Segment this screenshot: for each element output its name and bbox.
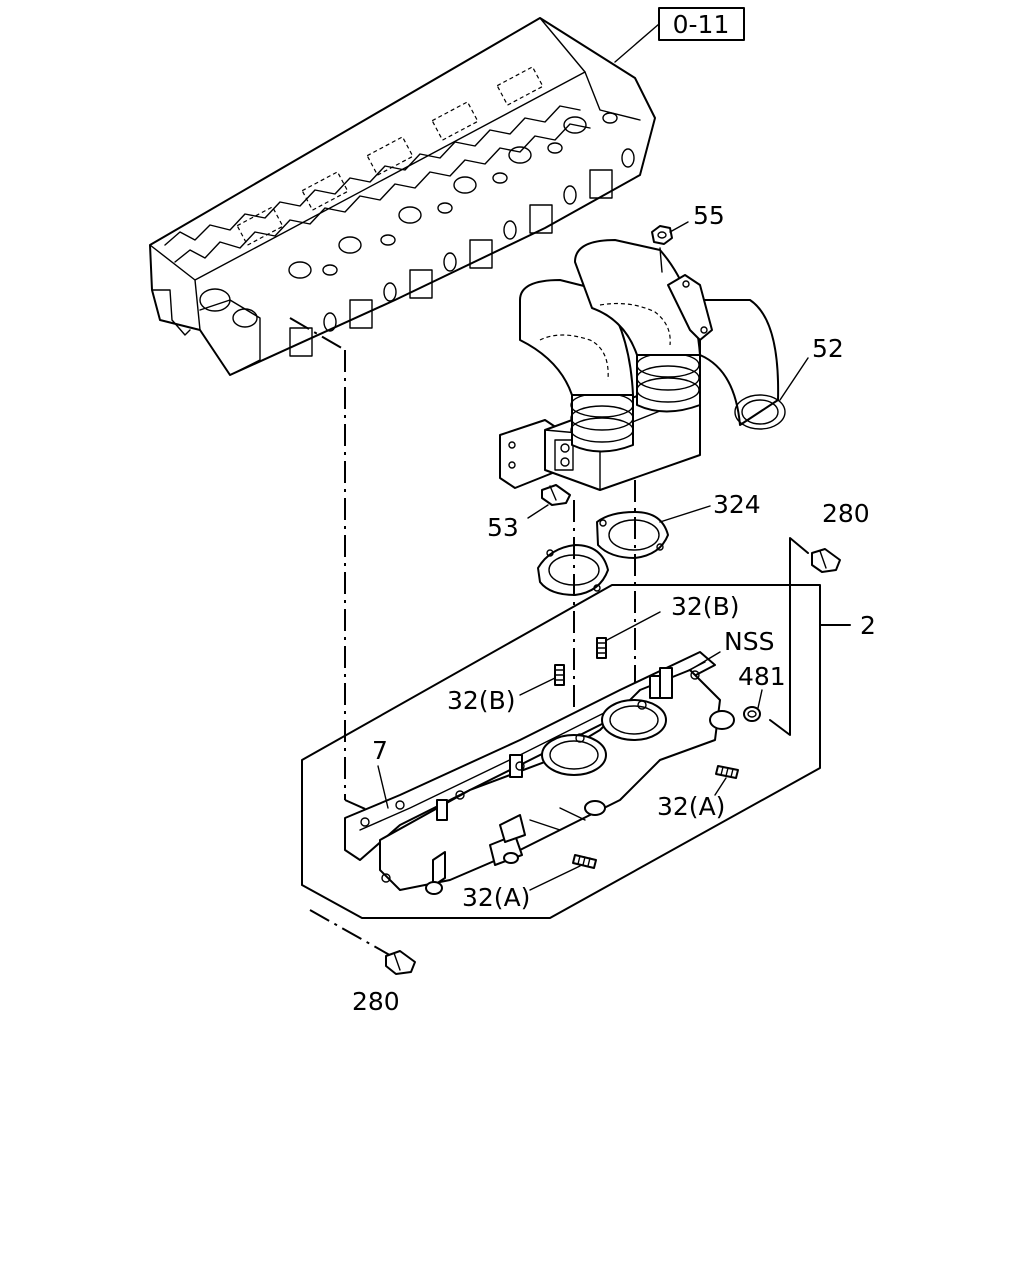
intake-manifold[interactable] (344, 651, 735, 895)
label-280-top: 280 (822, 499, 870, 528)
label-32b-left: 32(B) (447, 686, 515, 715)
leader-7 (377, 765, 389, 809)
bolt-280-top[interactable] (811, 548, 841, 573)
leader-32a-right (714, 777, 727, 796)
stud-32a-lower[interactable] (572, 854, 597, 869)
cylinder-head (149, 17, 656, 376)
leader-280-top (769, 537, 809, 736)
ref-leader (614, 23, 660, 63)
label-32b-upper: 32(B) (671, 592, 739, 621)
leader-52 (779, 357, 809, 401)
label-32a-lower: 32(A) (462, 883, 530, 912)
assembly-2-outline (301, 584, 821, 919)
label-55: 55 (693, 201, 725, 230)
align-line-head-end (344, 799, 373, 813)
bolt-280-bottom[interactable] (385, 950, 416, 975)
align-line-280-bottom (309, 909, 396, 959)
label-32a-right: 32(A) (657, 792, 725, 821)
leader-55 (669, 221, 689, 233)
leader-32b-left (519, 677, 556, 696)
leader-324 (659, 505, 711, 523)
ref-box-0-11[interactable]: 0-11 (658, 7, 745, 41)
label-2: 2 (860, 611, 876, 640)
gasket-324-right[interactable] (596, 511, 669, 559)
intake-duct-52[interactable] (499, 239, 786, 491)
label-53: 53 (487, 513, 519, 542)
leader-55-duct (659, 247, 663, 273)
stud-32b-left[interactable] (554, 664, 565, 686)
leader-32a-lower (529, 865, 581, 891)
align-line-head (289, 317, 346, 351)
nut-55[interactable] (651, 225, 673, 245)
plug-481[interactable] (743, 706, 761, 722)
leader-481 (757, 689, 763, 709)
label-280-bottom: 280 (352, 987, 400, 1016)
label-52: 52 (812, 334, 844, 363)
ref-box-label: 0-11 (673, 10, 730, 39)
label-324: 324 (713, 490, 761, 519)
gasket-324-left[interactable] (537, 544, 609, 596)
stud-32b-upper[interactable] (596, 637, 607, 659)
label-481: 481 (738, 662, 786, 691)
label-nss: NSS (724, 627, 774, 656)
stud-32a-right[interactable] (715, 765, 739, 779)
label-7: 7 (372, 736, 388, 765)
leader-32b-upper (606, 611, 661, 641)
bolt-53[interactable] (541, 484, 571, 506)
leader-nss (689, 651, 721, 671)
leader-53 (527, 504, 549, 519)
